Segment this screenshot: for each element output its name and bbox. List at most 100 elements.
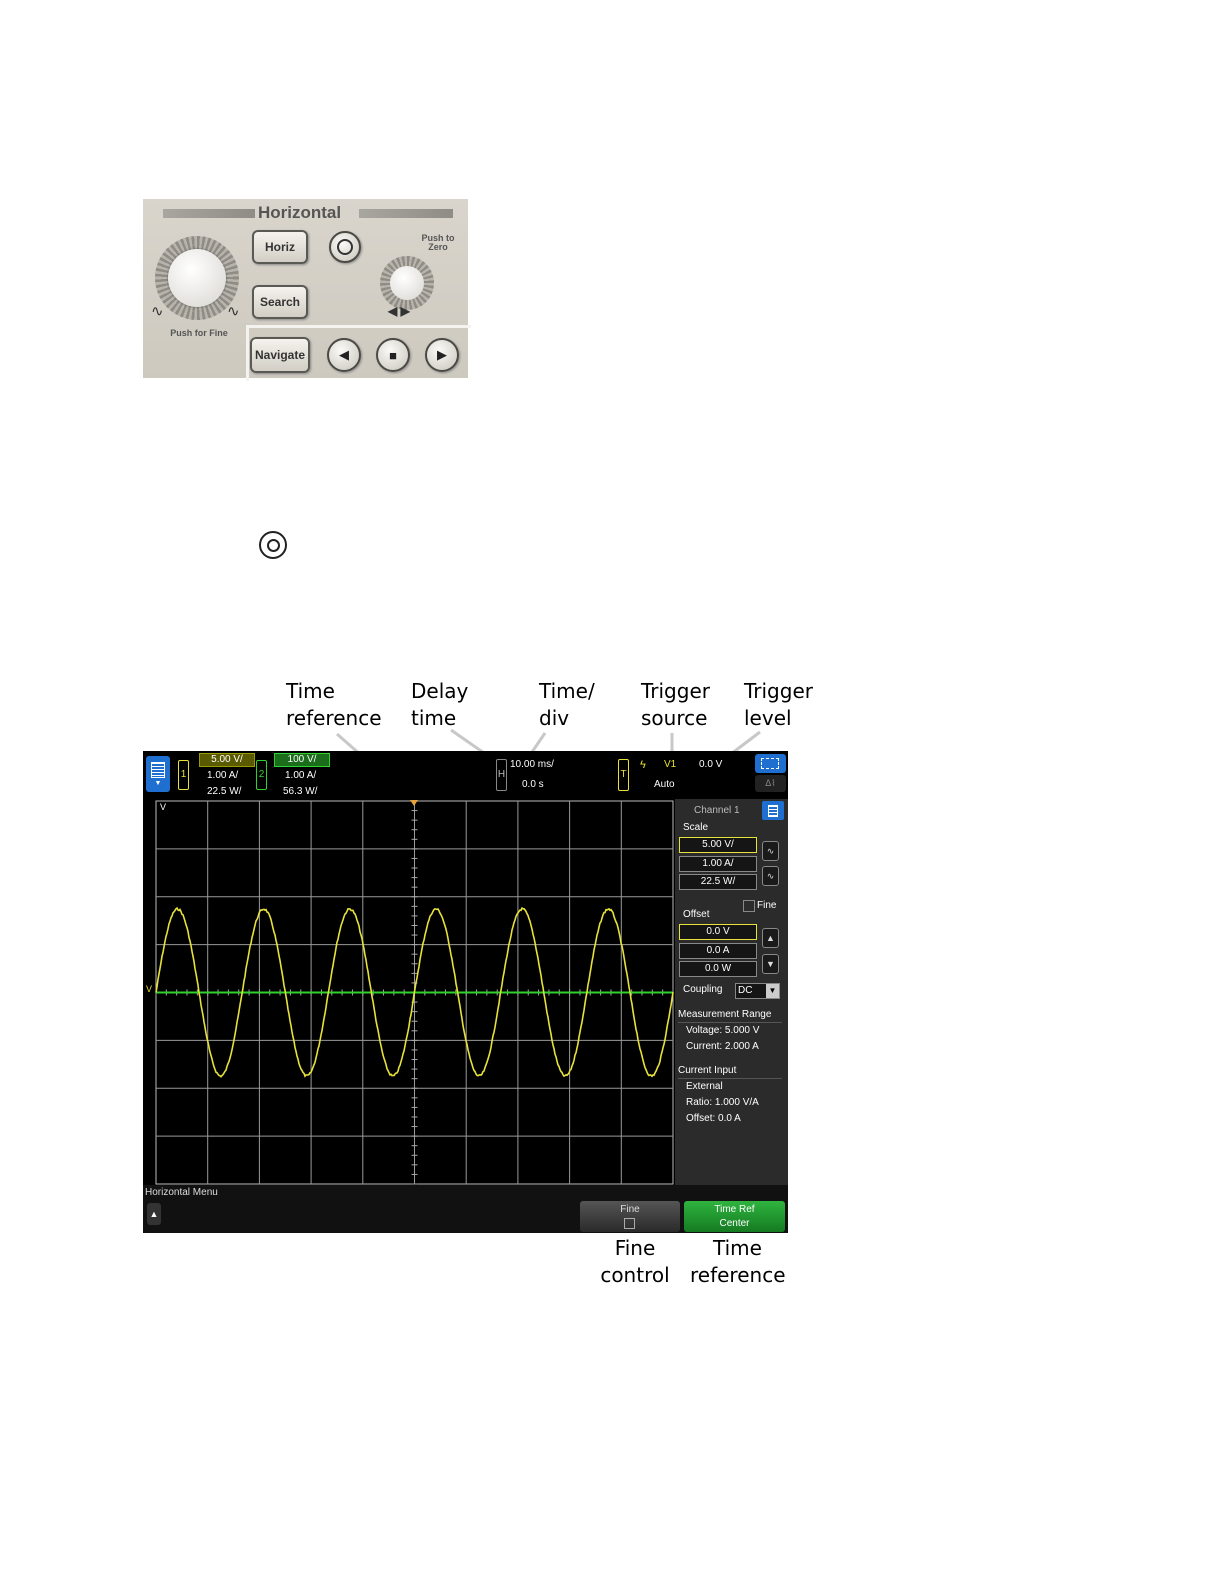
panel-title-bar-right [359, 209, 453, 218]
horiz-button[interactable]: Horiz [252, 230, 308, 264]
tilde-left-icon: ∿ [151, 303, 164, 320]
channel2-badge[interactable]: 2 [256, 760, 267, 790]
wave-icon: ∿ [766, 845, 775, 856]
channel1-badge[interactable]: 1 [178, 760, 189, 790]
offset-amps-field[interactable]: 0.0 A [679, 943, 757, 959]
wave-icon: ∿ [766, 870, 775, 881]
callout-time-div: Time/ div [539, 679, 595, 730]
forward-icon: ▶ [437, 347, 447, 362]
coupling-select[interactable]: DC ▼ [735, 983, 780, 999]
chevron-down-icon: ▼ [766, 984, 779, 998]
time-reference-marker [410, 800, 418, 806]
fine-checkbox[interactable] [743, 900, 755, 912]
trigger-source-readout[interactable]: V1 [664, 759, 677, 770]
time-div-readout[interactable]: 10.00 ms/ [510, 759, 554, 770]
waveform-area[interactable] [143, 751, 788, 1233]
channel1-scale-w: 22.5 W/ [207, 786, 242, 797]
stop-button[interactable]: ■ [376, 338, 410, 372]
push-for-fine-label: Push for Fine [170, 328, 228, 338]
current-range: Current: 2.000 A [686, 1041, 759, 1052]
softkey-bar [143, 1185, 788, 1233]
side-panel-title: Channel 1 [694, 805, 740, 816]
select-box-icon [761, 758, 779, 769]
fine-softkey[interactable]: Fine [580, 1201, 680, 1232]
chevron-down-icon: ▼ [154, 779, 162, 787]
divider [678, 1078, 782, 1079]
scale-volts-field[interactable]: 5.00 V/ [679, 837, 757, 853]
scale-watts-field[interactable]: 22.5 W/ [679, 874, 757, 890]
channel2-scale-w: 56.3 W/ [283, 786, 318, 797]
horizontal-front-panel: Horizontal ∿ ∿ Push for Fine Horiz Searc… [143, 199, 471, 381]
current-input-source: External [686, 1081, 723, 1092]
scale-amps-field[interactable]: 1.00 A/ [679, 856, 757, 872]
cursor-button[interactable]: Δ⌇ [755, 775, 786, 792]
delay-time-readout[interactable]: 0.0 s [522, 779, 544, 790]
horizontal-scale-knob[interactable] [155, 236, 239, 320]
back-icon: ◀ [339, 347, 349, 362]
arrow-up-icon: ▲ [149, 1209, 159, 1219]
oscilloscope-screen: ▼ 1 5.00 V/ 1.00 A/ 22.5 W/ 2 100 V/ 1.0… [143, 751, 788, 1233]
search-button[interactable]: Search [252, 285, 308, 319]
push-to-zero-label: Push to Zero [421, 233, 455, 252]
time-ref-softkey-value: Center [719, 1218, 750, 1229]
coupling-value: DC [738, 985, 753, 996]
stop-icon: ■ [389, 347, 397, 363]
menu-back-button[interactable]: ▲ [147, 1203, 161, 1225]
trigger-mode-readout[interactable]: Auto [654, 779, 675, 790]
callout-delay-time: Delay time [411, 679, 469, 730]
fine-checkbox-label: Fine [757, 900, 777, 911]
offset-label: Offset [683, 909, 710, 920]
scale-up-button[interactable]: ∿ [762, 841, 779, 861]
callout-time-reference-softkey: Time reference [690, 1236, 786, 1287]
forward-button[interactable]: ▶ [425, 338, 459, 372]
channel2-scale-a: 1.00 A/ [285, 770, 317, 781]
panel-title: Horizontal [258, 203, 342, 222]
arrow-up-icon: ▲ [766, 933, 775, 943]
callout-fine-control: Fine control [600, 1236, 670, 1287]
channel2-scale-v[interactable]: 100 V/ [274, 753, 330, 767]
callout-trigger-level: Trigger level [744, 679, 813, 730]
touch-zoom-button[interactable] [755, 754, 786, 773]
divider [678, 1022, 782, 1023]
back-button[interactable]: ◀ [327, 338, 361, 372]
delta-cursor-icon: Δ⌇ [765, 778, 776, 788]
channel1-scale-v[interactable]: 5.00 V/ [199, 753, 255, 767]
navigate-section [246, 325, 471, 381]
horizontal-badge[interactable]: H [496, 759, 507, 791]
coupling-label: Coupling [683, 984, 723, 995]
zoom-button[interactable] [329, 231, 361, 263]
fine-softkey-checkbox [624, 1218, 635, 1229]
side-panel-menu-button[interactable] [762, 801, 784, 820]
channel1-scale-a: 1.00 A/ [207, 770, 239, 781]
trigger-badge[interactable]: T [618, 759, 629, 791]
time-ref-softkey[interactable]: Time Ref Center [684, 1201, 785, 1232]
trigger-level-readout[interactable]: 0.0 V [699, 759, 723, 770]
current-input-label: Current Input [678, 1065, 737, 1076]
menu-list-icon [151, 761, 165, 778]
scale-label: Scale [683, 822, 709, 833]
panel-title-bar-left [163, 209, 255, 218]
grid-unit-label: V [160, 802, 167, 812]
offset-volts-field[interactable]: 0.0 V [679, 924, 757, 940]
zoom-icon [337, 239, 353, 255]
horizontal-position-knob[interactable] [380, 256, 434, 310]
navigate-button[interactable]: Navigate [250, 337, 310, 373]
ground-marker[interactable]: V [146, 984, 153, 994]
current-input-offset: Offset: 0.0 A [686, 1113, 741, 1124]
channel1-trace [155, 906, 674, 1078]
zoom-icon [259, 531, 287, 559]
offset-watts-field[interactable]: 0.0 W [679, 961, 757, 977]
offset-down-button[interactable]: ▼ [762, 954, 779, 974]
arrow-down-icon: ▼ [766, 959, 775, 969]
trigger-edge-icon: ϟ [640, 759, 646, 771]
main-menu-button[interactable]: ▼ [146, 756, 170, 792]
current-input-ratio: Ratio: 1.000 V/A [686, 1097, 759, 1108]
fine-softkey-label: Fine [620, 1204, 640, 1215]
measurement-range-label: Measurement Range [678, 1009, 772, 1020]
offset-up-button[interactable]: ▲ [762, 928, 779, 948]
tilde-right-icon: ∿ [227, 303, 240, 320]
scale-down-button[interactable]: ∿ [762, 866, 779, 886]
left-right-arrows-icon: ◀ ▶ [388, 304, 410, 318]
voltage-range: Voltage: 5.000 V [686, 1025, 760, 1036]
menu-list-icon [768, 804, 778, 817]
